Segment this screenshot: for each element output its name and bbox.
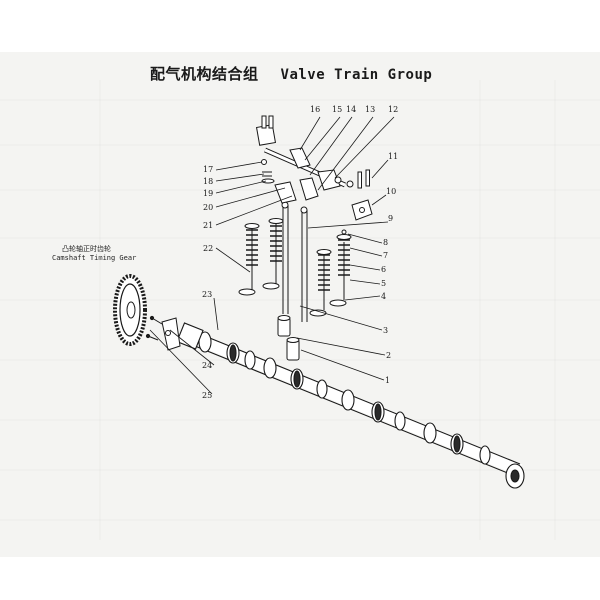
gear-caption: 凸轮轴正时齿轮 Camshaft Timing Gear [52, 245, 136, 263]
camshaft [176, 322, 525, 489]
label-12: 12 [388, 105, 398, 114]
push-rods [281, 201, 308, 322]
label-13: 13 [365, 105, 375, 114]
label-18: 18 [203, 177, 213, 186]
valve-set-right [309, 229, 352, 317]
title-chinese: 配气机构结合组 [150, 65, 259, 83]
valve-set-left [238, 218, 284, 296]
diagram-title: 配气机构结合组 Valve Train Group [150, 63, 432, 84]
gear-caption-chinese: 凸轮轴正时齿轮 [62, 245, 111, 253]
leader-lines [149, 116, 395, 395]
label-1: 1 [385, 376, 390, 385]
faint-table-lines [0, 80, 600, 540]
label-10: 10 [386, 187, 396, 196]
label-21: 21 [203, 221, 213, 230]
rocker-assembly [255, 115, 354, 204]
label-23: 23 [202, 290, 212, 299]
label-19: 19 [203, 189, 213, 198]
thrust-plate [145, 315, 181, 351]
label-11: 11 [388, 152, 398, 161]
label-6: 6 [381, 265, 386, 274]
label-7: 7 [383, 251, 388, 260]
label-4: 4 [381, 292, 386, 301]
camshaft-timing-gear [113, 274, 147, 346]
label-25: 25 [202, 391, 212, 400]
label-3: 3 [383, 326, 388, 335]
label-22: 22 [203, 244, 213, 253]
label-20: 20 [203, 203, 213, 212]
label-15: 15 [332, 105, 342, 114]
label-17: 17 [203, 165, 213, 174]
label-14: 14 [346, 105, 356, 114]
label-2: 2 [386, 351, 391, 360]
part-number-labels: 16 15 14 13 12 11 10 9 8 7 6 5 4 3 2 1 1… [202, 105, 398, 400]
label-9: 9 [388, 214, 393, 223]
label-5: 5 [381, 279, 386, 288]
label-8: 8 [383, 238, 388, 247]
rocker-support [351, 169, 373, 221]
gear-caption-english: Camshaft Timing Gear [52, 254, 137, 262]
tappets [277, 315, 300, 361]
label-24: 24 [202, 361, 212, 370]
label-16: 16 [310, 105, 320, 114]
title-english: Valve Train Group [280, 67, 433, 83]
washers-springs [261, 159, 275, 184]
